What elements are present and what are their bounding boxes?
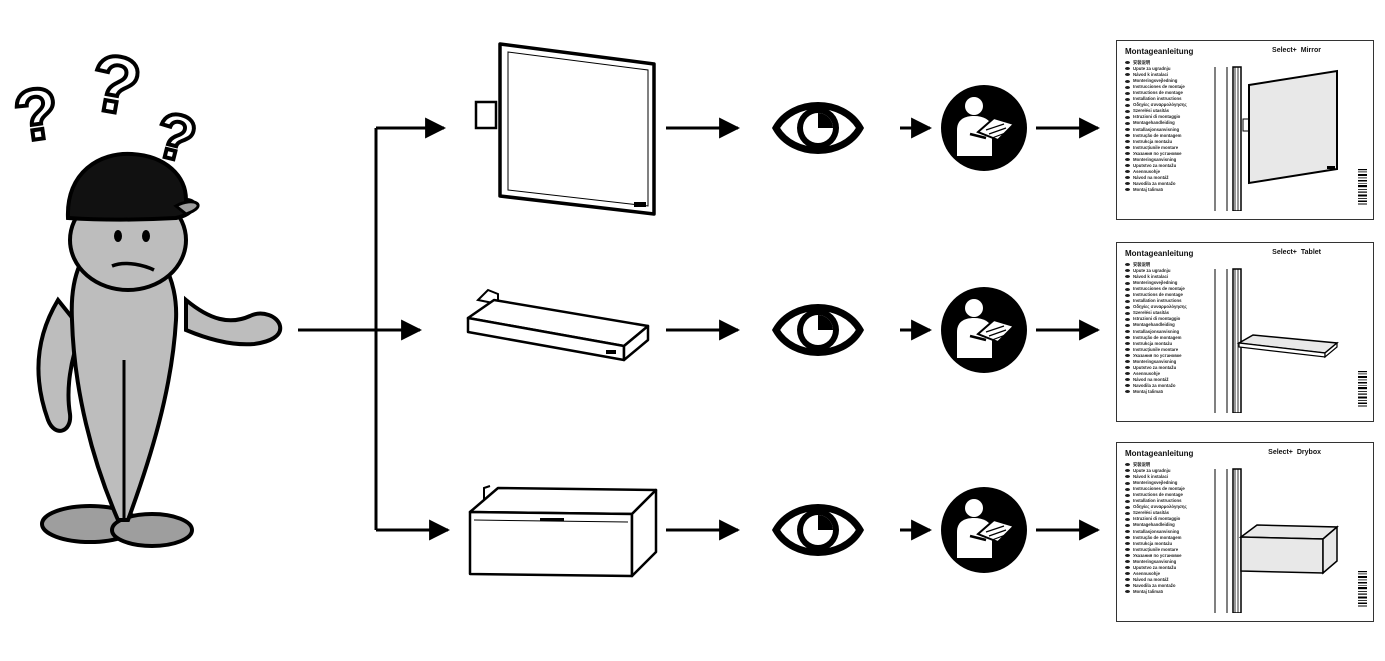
language-item: Οδηγίες συναρμολόγησης — [1125, 504, 1187, 510]
language-item: Asennusohje — [1125, 169, 1187, 175]
language-item: Szerelési utasítás — [1125, 310, 1187, 316]
language-item: Οδηγίες συναρμολόγησης — [1125, 102, 1187, 108]
language-item: Szerelési utasítás — [1125, 510, 1187, 516]
svg-text:?: ? — [84, 37, 148, 133]
manual-title: Montageanleitung — [1125, 249, 1194, 258]
read-manual-icon — [939, 485, 1029, 575]
language-item: Montagehandleiding — [1125, 120, 1187, 126]
tablet-product-icon — [466, 288, 650, 362]
manual-product-name: Select+Tablet — [1272, 249, 1321, 256]
language-item: Instrucțiunile montare — [1125, 547, 1187, 553]
language-item: Instrução de montagem — [1125, 133, 1187, 139]
language-item: Installasjonsanvisning — [1125, 529, 1187, 535]
language-item: Instrucciones de montaje — [1125, 486, 1187, 492]
language-item: Instrucciones de montaje — [1125, 84, 1187, 90]
language-item: Instrução de montagem — [1125, 535, 1187, 541]
language-item: Instrukcja montażu — [1125, 541, 1187, 547]
eye-icon — [776, 508, 860, 553]
manual-product-name: Select+Drybox — [1268, 449, 1321, 456]
language-item: Návod na montáž — [1125, 175, 1187, 181]
barcode-icon — [1358, 371, 1367, 407]
language-item: Указания по установке — [1125, 553, 1187, 559]
language-item: Οδηγίες συναρμολόγησης — [1125, 304, 1187, 310]
language-item: Instrução de montagem — [1125, 335, 1187, 341]
svg-text:?: ? — [9, 72, 64, 157]
eye-icon — [776, 106, 860, 151]
language-item: Navodila za montažo — [1125, 583, 1187, 589]
language-item: Návod k instalaci — [1125, 474, 1187, 480]
barcode-icon — [1358, 571, 1367, 607]
language-item: Montagehandleiding — [1125, 522, 1187, 528]
language-item: Monteringsanvisning — [1125, 157, 1187, 163]
language-item: Navodila za montažo — [1125, 181, 1187, 187]
confused-person-icon: ? ? ? — [7, 35, 283, 548]
language-item: Instructions de montage — [1125, 492, 1187, 498]
language-item: Installation instructions — [1125, 96, 1187, 102]
language-item: Installation instructions — [1125, 298, 1187, 304]
manual-title: Montageanleitung — [1125, 449, 1194, 458]
read-manual-icon — [939, 285, 1029, 375]
language-item: Upute za ugradnju — [1125, 468, 1187, 474]
language-item: Montaj talimatı — [1125, 589, 1187, 595]
language-item: Istruzioni di montaggio — [1125, 516, 1187, 522]
language-item: 安装说明 — [1125, 262, 1187, 268]
language-item: Monteringsvejledning — [1125, 280, 1187, 286]
language-item: Asennusohje — [1125, 371, 1187, 377]
flow-arrows — [666, 117, 1101, 541]
language-item: Monteringsvejledning — [1125, 480, 1187, 486]
language-item: Monteringsanvisning — [1125, 359, 1187, 365]
manual-illustration-drybox — [1214, 468, 1339, 613]
language-item: Installasjonsanvisning — [1125, 127, 1187, 133]
language-item: Montaj talimatı — [1125, 187, 1187, 193]
language-item: Указания по установке — [1125, 151, 1187, 157]
language-item: Návod k instalaci — [1125, 274, 1187, 280]
language-item: Asennusohje — [1125, 571, 1187, 577]
manual-illustration-tablet — [1214, 268, 1339, 413]
language-item: Instrucțiunile montare — [1125, 145, 1187, 151]
language-item: Installasjonsanvisning — [1125, 329, 1187, 335]
language-item: Instructions de montage — [1125, 90, 1187, 96]
language-item: 安装说明 — [1125, 60, 1187, 66]
manual-product-name: Select+Mirror — [1272, 47, 1321, 54]
manual-illustration-mirror — [1214, 66, 1338, 211]
language-item: Instrukcja montażu — [1125, 341, 1187, 347]
language-item: Návod k instalaci — [1125, 72, 1187, 78]
language-item: Uputstvo za montažu — [1125, 163, 1187, 169]
language-item: Istruzioni di montaggio — [1125, 316, 1187, 322]
language-item: Installation instructions — [1125, 498, 1187, 504]
language-item: Monteringsvejledning — [1125, 78, 1187, 84]
language-item: Instrucciones de montaje — [1125, 286, 1187, 292]
language-item: Montaj talimatı — [1125, 389, 1187, 395]
barcode-icon — [1358, 169, 1367, 205]
language-item: Montagehandleiding — [1125, 322, 1187, 328]
language-item: Návod na montáž — [1125, 377, 1187, 383]
read-manual-icon — [939, 83, 1029, 173]
language-item: Instrukcja montażu — [1125, 139, 1187, 145]
language-item: Uputstvo za montažu — [1125, 565, 1187, 571]
eye-icon — [776, 308, 860, 353]
language-item: Instructions de montage — [1125, 292, 1187, 298]
language-item: 安装说明 — [1125, 462, 1187, 468]
language-item: Istruzioni di montaggio — [1125, 114, 1187, 120]
manual-title: Montageanleitung — [1125, 47, 1194, 56]
language-item: Szerelési utasítás — [1125, 108, 1187, 114]
mirror-product-icon — [474, 42, 656, 216]
language-item: Указания по установке — [1125, 353, 1187, 359]
language-item: Upute za ugradnju — [1125, 66, 1187, 72]
language-item: Návod na montáž — [1125, 577, 1187, 583]
branch-connector — [298, 117, 451, 541]
language-item: Monteringsanvisning — [1125, 559, 1187, 565]
drybox-product-icon — [468, 485, 658, 578]
language-item: Upute za ugradnju — [1125, 268, 1187, 274]
language-item: Instrucțiunile montare — [1125, 347, 1187, 353]
language-item: Navodila za montažo — [1125, 383, 1187, 389]
language-item: Uputstvo za montažu — [1125, 365, 1187, 371]
